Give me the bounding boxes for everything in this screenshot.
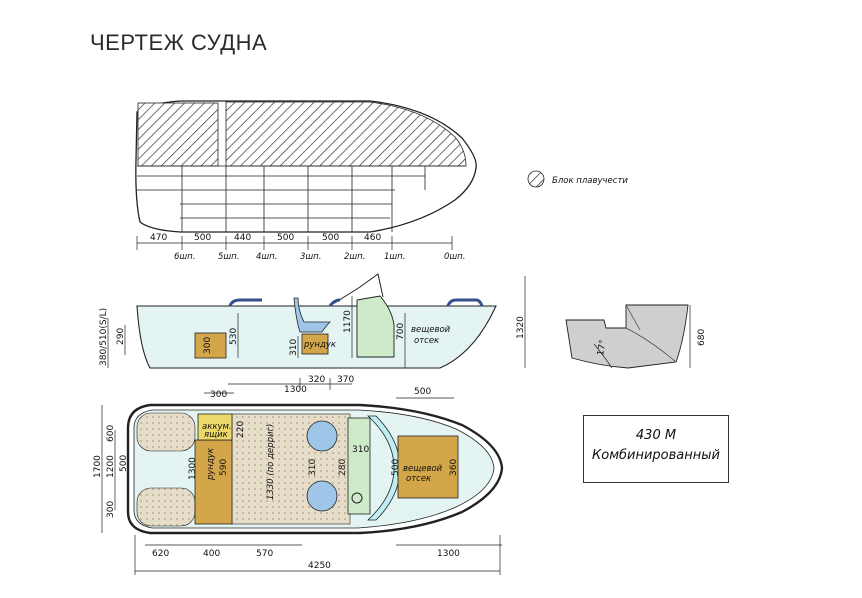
battery-box: [197, 413, 233, 441]
seat: [293, 297, 331, 333]
rundk-compartment-2: [301, 333, 329, 355]
side-storage-label-1: вещевой: [411, 325, 451, 335]
frame-label: 0шп.: [444, 252, 465, 262]
side-left-dim: 380/510(S/L): [99, 308, 109, 366]
seat-bottom: [306, 480, 338, 512]
windshield: [332, 273, 384, 305]
seat-top: [306, 420, 338, 452]
side-view: рундук вещевой отсек 380/510(S/L) 290 30…: [99, 273, 526, 395]
side-rundk-label: рундук: [303, 340, 337, 350]
side-dim: 1320: [516, 316, 526, 339]
side-dim: 370: [337, 375, 354, 385]
console-plan: [347, 417, 371, 515]
side-dim: 310: [289, 339, 299, 356]
frame-label: 5шп.: [218, 252, 239, 262]
section-height: 680: [697, 329, 707, 346]
section-shape: [565, 304, 689, 369]
spacing-dim: 500: [322, 233, 339, 243]
spacing-dim: 500: [194, 233, 211, 243]
plan-view: аккум. ящик рундук вещевой отсек 1700 12…: [93, 387, 504, 575]
plan-storage-label-1: вещевой: [403, 464, 443, 474]
frame-label: 3шп.: [300, 252, 321, 262]
plan-top-dim: 300: [210, 390, 227, 400]
plan-rundk-label: рундук: [206, 447, 216, 481]
plan-bottom-dim: 620: [152, 549, 169, 559]
buoyancy-block-main: [225, 101, 467, 167]
model-box: 430 М Комбинированный: [583, 415, 729, 483]
plan-inner-dim: 360: [449, 459, 459, 476]
battery-label-2: ящик: [204, 430, 229, 440]
rundk-compartment: [194, 332, 227, 359]
plan-left-dim: 1200: [106, 455, 116, 478]
frame-lines: [137, 165, 466, 232]
spacing-dim: 460: [364, 233, 381, 243]
spacing-dim: 470: [150, 233, 167, 243]
model-type: Комбинированный: [592, 448, 720, 463]
battery-label-1: аккум.: [202, 422, 232, 432]
side-dim: 700: [396, 323, 406, 340]
plan-inner-dim: 500: [391, 459, 401, 476]
plan-bottom-dim: 570: [256, 549, 273, 559]
frame-label: 6шп.: [174, 252, 195, 262]
frame-label: 1шп.: [384, 252, 405, 262]
plan-left-dim: 300: [106, 501, 116, 518]
plan-left-dim: 1700: [93, 455, 103, 478]
section-view: 17° 680: [565, 304, 707, 369]
storage-plan: [397, 435, 459, 499]
side-left-dim: 290: [116, 328, 126, 345]
frame-label: 2шп.: [344, 252, 365, 262]
plan-inner-dim: 1300: [188, 457, 198, 480]
model-name: 430 М: [635, 428, 677, 443]
buoyancy-block-stern: [137, 102, 219, 167]
plan-inner-dim: 310: [308, 459, 318, 476]
plan-storage-label-2: отсек: [406, 474, 432, 484]
side-dim: 300: [203, 337, 213, 354]
plan-left-dim: 600: [106, 425, 116, 442]
plan-left-dim: 500: [119, 455, 129, 472]
plan-top-dim: 220: [236, 421, 246, 438]
section-angle: 17°: [596, 339, 609, 356]
side-dim: 1170: [343, 310, 353, 333]
stern-seat-bottom: [136, 487, 196, 527]
plan-inner-dim: 1330 (по дерриг): [266, 424, 276, 500]
top-view: 470 500 440 500 500 460 6шп. 5шп. 4шп. 3…: [135, 100, 477, 262]
spacing-dim: 500: [277, 233, 294, 243]
plan-top-dim: 500: [414, 387, 431, 397]
side-dim: 530: [229, 328, 239, 345]
side-dim: 320: [308, 375, 325, 385]
console: [356, 295, 395, 358]
overall-length: 4250: [308, 561, 331, 571]
frame-label: 4шп.: [256, 252, 277, 262]
side-dim: 1300: [284, 385, 307, 395]
plan-inner-dim: 280: [338, 459, 348, 476]
legend-label: Блок плавучести: [552, 176, 628, 186]
plan-inner-dim: 310: [352, 445, 369, 455]
hatch-swatch: [527, 170, 545, 188]
plan-bottom-dim: 400: [203, 549, 220, 559]
spacing-dim: 440: [234, 233, 251, 243]
legend: Блок плавучести: [527, 170, 628, 188]
rundk-plan: [194, 439, 233, 525]
windshield-plan: [366, 415, 401, 521]
side-storage-label-2: отсек: [414, 336, 440, 346]
stern-seat-top: [136, 412, 196, 452]
plan-inner-dim: 590: [219, 459, 229, 476]
plan-bottom-dim: 1300: [437, 549, 460, 559]
steering-wheel-icon: [351, 492, 363, 504]
page-title: ЧЕРТЕЖ СУДНА: [90, 30, 268, 55]
